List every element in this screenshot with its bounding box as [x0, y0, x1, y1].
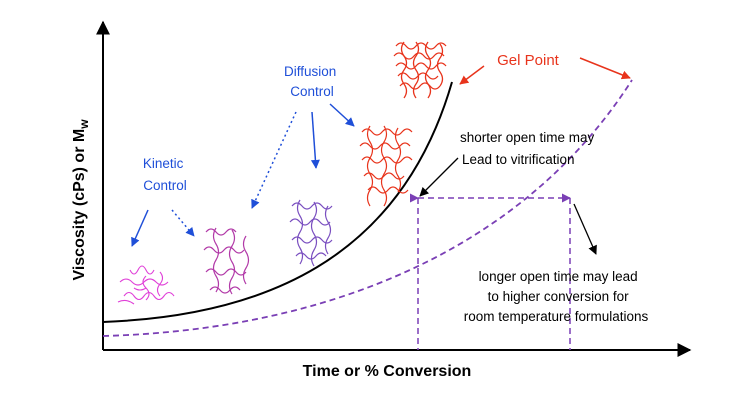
gel-point-arrow-left	[459, 65, 485, 85]
x-axis-label: Time or % Conversion	[303, 363, 472, 380]
kinetic-control-label: Kinetic Control	[143, 156, 187, 193]
gel-point-label: Gel Point	[497, 52, 560, 69]
polymer-cluster-small	[203, 227, 250, 295]
diffusion-arrow-right	[329, 103, 355, 127]
polymer-cluster-medium	[289, 199, 333, 267]
diffusion-arrow-middle	[310, 111, 320, 169]
polymer-cluster-kinetic	[117, 265, 175, 305]
shorter-note-arrow	[419, 157, 459, 197]
diffusion-control-label: Diffusion Control	[284, 64, 340, 99]
longer-open-time-note: longer open time may lead to higher conv…	[464, 269, 649, 324]
polymer-cluster-gel	[393, 41, 447, 99]
y-axis-label: Viscosity (cPs) or Mw	[71, 119, 91, 281]
solid-viscosity-curve	[102, 81, 453, 323]
longer-note-arrow	[573, 203, 597, 255]
diffusion-arrow-dotted	[251, 111, 297, 209]
dashed-viscosity-curve	[102, 79, 633, 337]
polymer-cluster-dense	[359, 125, 413, 207]
shorter-open-time-note: shorter open time may Lead to vitrificat…	[460, 130, 598, 167]
gel-point-arrow-right	[579, 57, 631, 80]
kinetic-arrow-dotted	[171, 209, 195, 237]
kinetic-arrow-solid	[131, 209, 149, 247]
